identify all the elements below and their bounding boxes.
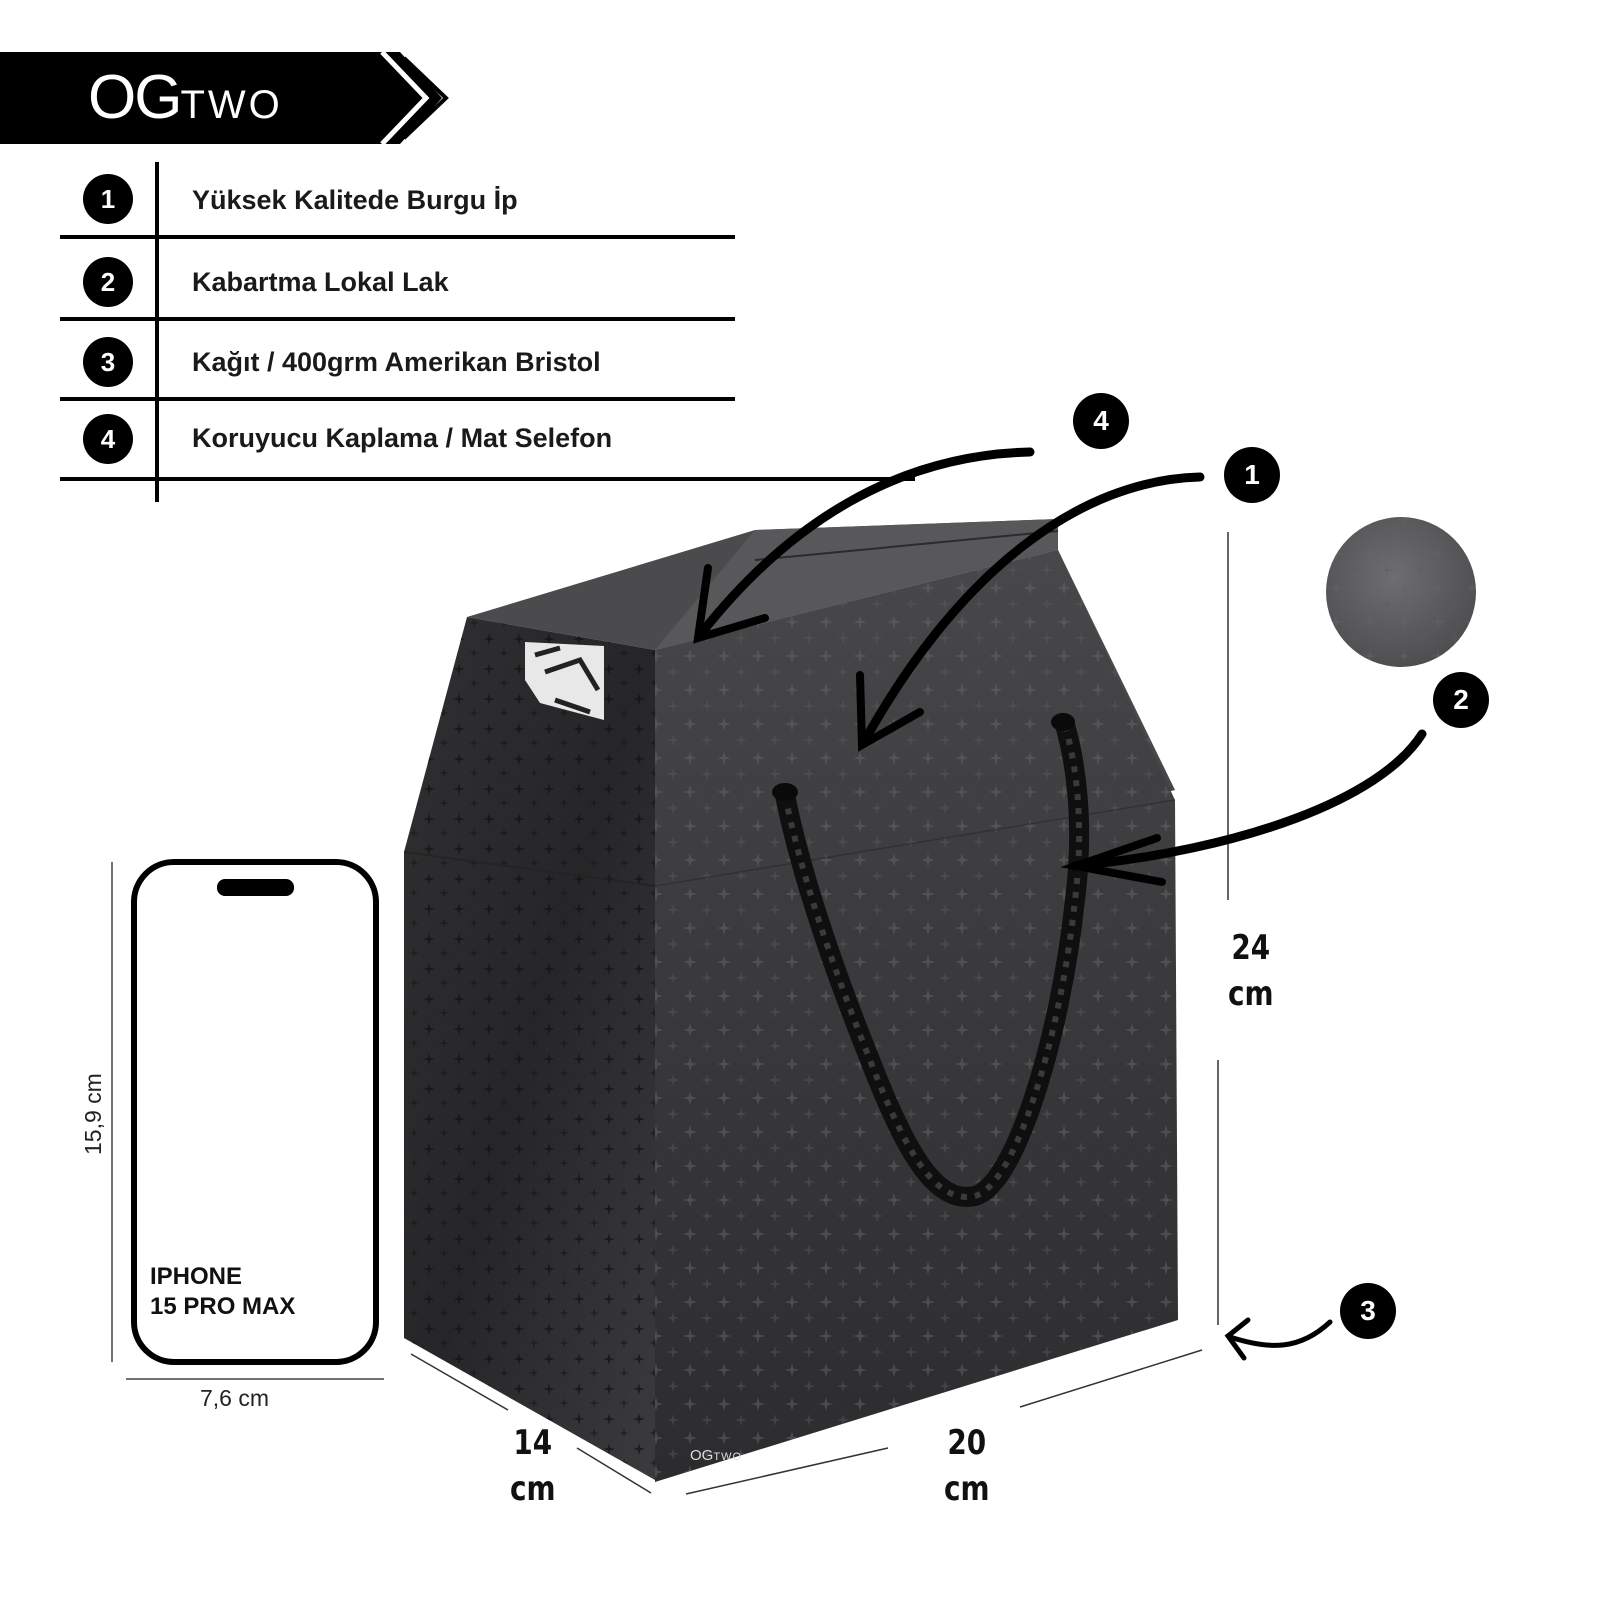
gift-box	[403, 519, 1178, 1482]
feature-number: 2	[83, 257, 133, 307]
feature-text: Kağıt / 400grm Amerikan Bristol	[192, 347, 601, 377]
feature-row: 2 Kabartma Lokal Lak	[60, 253, 730, 313]
feature-text: Koruyucu Kaplama / Mat Selefon	[192, 423, 613, 453]
box-width-value: 20	[947, 1423, 987, 1463]
feature-row: 4 Koruyucu Kaplama / Mat Selefon	[60, 410, 730, 470]
box-depth-unit: cm	[510, 1469, 556, 1509]
callout-4: 4	[1073, 393, 1129, 449]
feature-number: 3	[83, 337, 133, 387]
varnish-swatch	[1326, 517, 1476, 667]
brand-logo: OGTWO	[88, 58, 283, 138]
box-dimension-lines	[410, 532, 1229, 1495]
brand-logo-two: TWO	[180, 83, 283, 127]
rope-handle	[772, 713, 1090, 1207]
box-height-unit: cm	[1228, 974, 1274, 1014]
box-depth-value: 14	[513, 1423, 553, 1463]
callout-1: 1	[1224, 447, 1280, 503]
brand-logo-og: OG	[88, 63, 182, 132]
box-logo-two: TWO	[713, 1451, 743, 1463]
phone-dimension-lines	[111, 862, 384, 1380]
box-printed-logo: OGTWO	[690, 1447, 742, 1464]
box-depth-dimension: 14 cm	[510, 1420, 556, 1512]
box-logo-og: OG	[690, 1447, 714, 1464]
feature-text: Yüksek Kalitede Burgu İp	[192, 185, 518, 215]
box-width-unit: cm	[944, 1469, 990, 1509]
box-inner-print	[525, 642, 604, 720]
feature-row: 3 Kağıt / 400grm Amerikan Bristol	[60, 333, 730, 393]
feature-row: 1 Yüksek Kalitede Burgu İp	[60, 170, 730, 230]
phone-width-label: 7,6 cm	[200, 1385, 270, 1411]
feature-text: Kabartma Lokal Lak	[192, 267, 449, 297]
feature-table-lines	[60, 162, 915, 502]
phone-model-label: IPHONE 15 PRO MAX	[150, 1263, 296, 1320]
callout-2: 2	[1433, 672, 1489, 728]
box-height-value: 24	[1231, 928, 1271, 968]
box-height-dimension: 24 cm	[1228, 925, 1274, 1017]
brand-banner	[0, 50, 449, 146]
feature-number: 4	[83, 414, 133, 464]
box-width-dimension: 20 cm	[944, 1420, 990, 1512]
callout-3: 3	[1340, 1283, 1396, 1339]
phone-outline	[131, 859, 379, 1365]
feature-number: 1	[83, 174, 133, 224]
callout-arrows	[693, 447, 1427, 1361]
phone-height-label: 15,9 cm	[80, 1073, 106, 1155]
